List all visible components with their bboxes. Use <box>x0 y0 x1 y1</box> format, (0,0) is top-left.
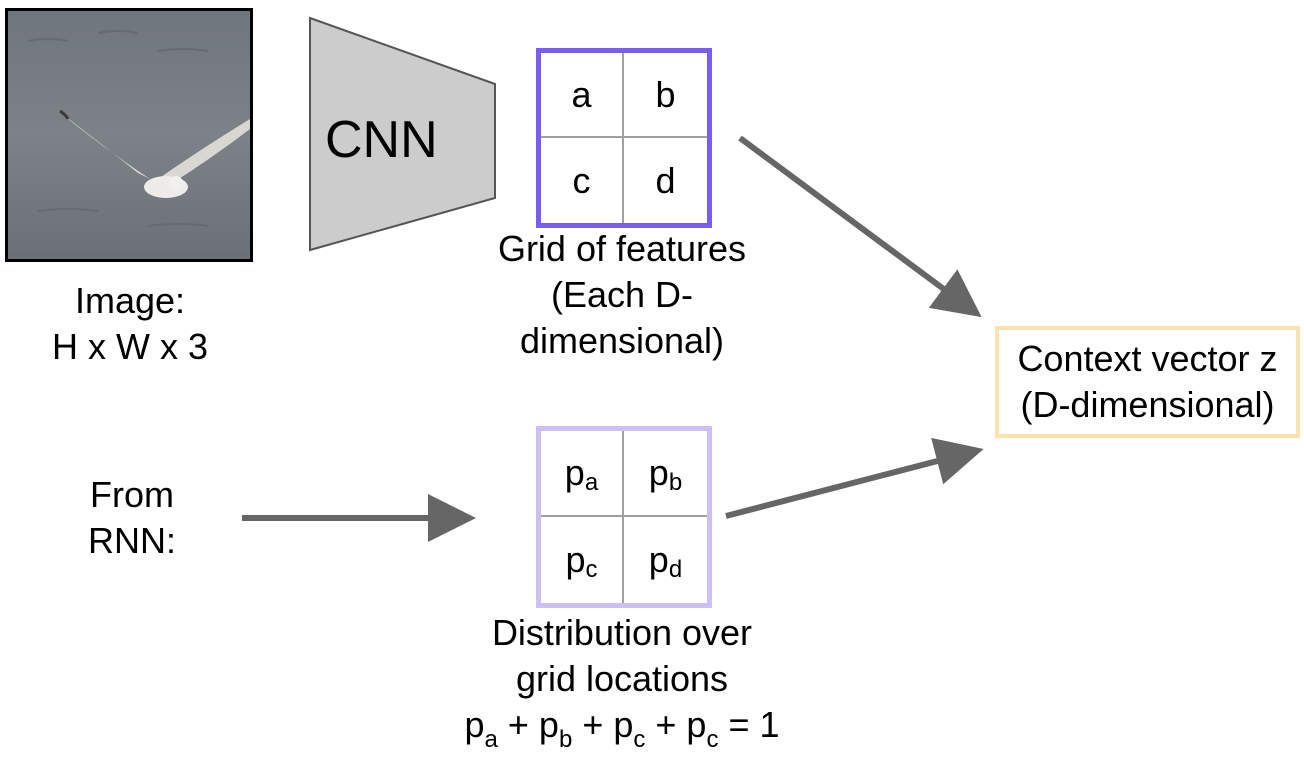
cnn-label: CNN <box>325 111 438 169</box>
feature-caption-line3: dimensional) <box>519 320 725 361</box>
rnn-label-line2: RNN: <box>88 520 176 561</box>
cnn-block <box>309 16 496 252</box>
feature-caption-line1: Grid of features <box>497 228 747 269</box>
rnn-label: From RNN: <box>40 472 224 564</box>
distribution-caption-line1: Distribution over <box>491 612 753 653</box>
feature-grid-caption: Grid of features (Each D- dimensional) <box>442 226 802 364</box>
feature-to-context-arrow <box>738 135 982 318</box>
sum-equation: pa + pb + pc + pc = 1 <box>464 704 780 753</box>
image-label-line2: H x W x 3 <box>51 326 208 367</box>
distribution-caption-line2: grid locations <box>515 658 729 699</box>
distribution-to-context-arrow <box>725 437 984 519</box>
context-vector-line1: Context vector z <box>1017 338 1278 379</box>
context-vector-line2: (D-dimensional) <box>1020 384 1275 425</box>
bird-photo <box>8 11 250 259</box>
feature-cell-a: a <box>541 53 624 138</box>
input-image <box>5 8 253 262</box>
feature-cell-c: c <box>541 138 624 223</box>
rnn-label-line1: From <box>90 474 174 515</box>
context-vector-box: Context vector z (D-dimensional) <box>995 326 1300 438</box>
distribution-caption: Distribution over grid locations pa + pb… <box>422 610 822 753</box>
feature-grid: a b c d <box>536 48 712 228</box>
feature-caption-line2: (Each D- <box>550 274 694 315</box>
image-label-line1: Image: <box>74 280 186 321</box>
image-label: Image: H x W x 3 <box>20 278 240 370</box>
feature-cell-b: b <box>624 53 707 138</box>
feature-cell-d: d <box>655 159 676 201</box>
